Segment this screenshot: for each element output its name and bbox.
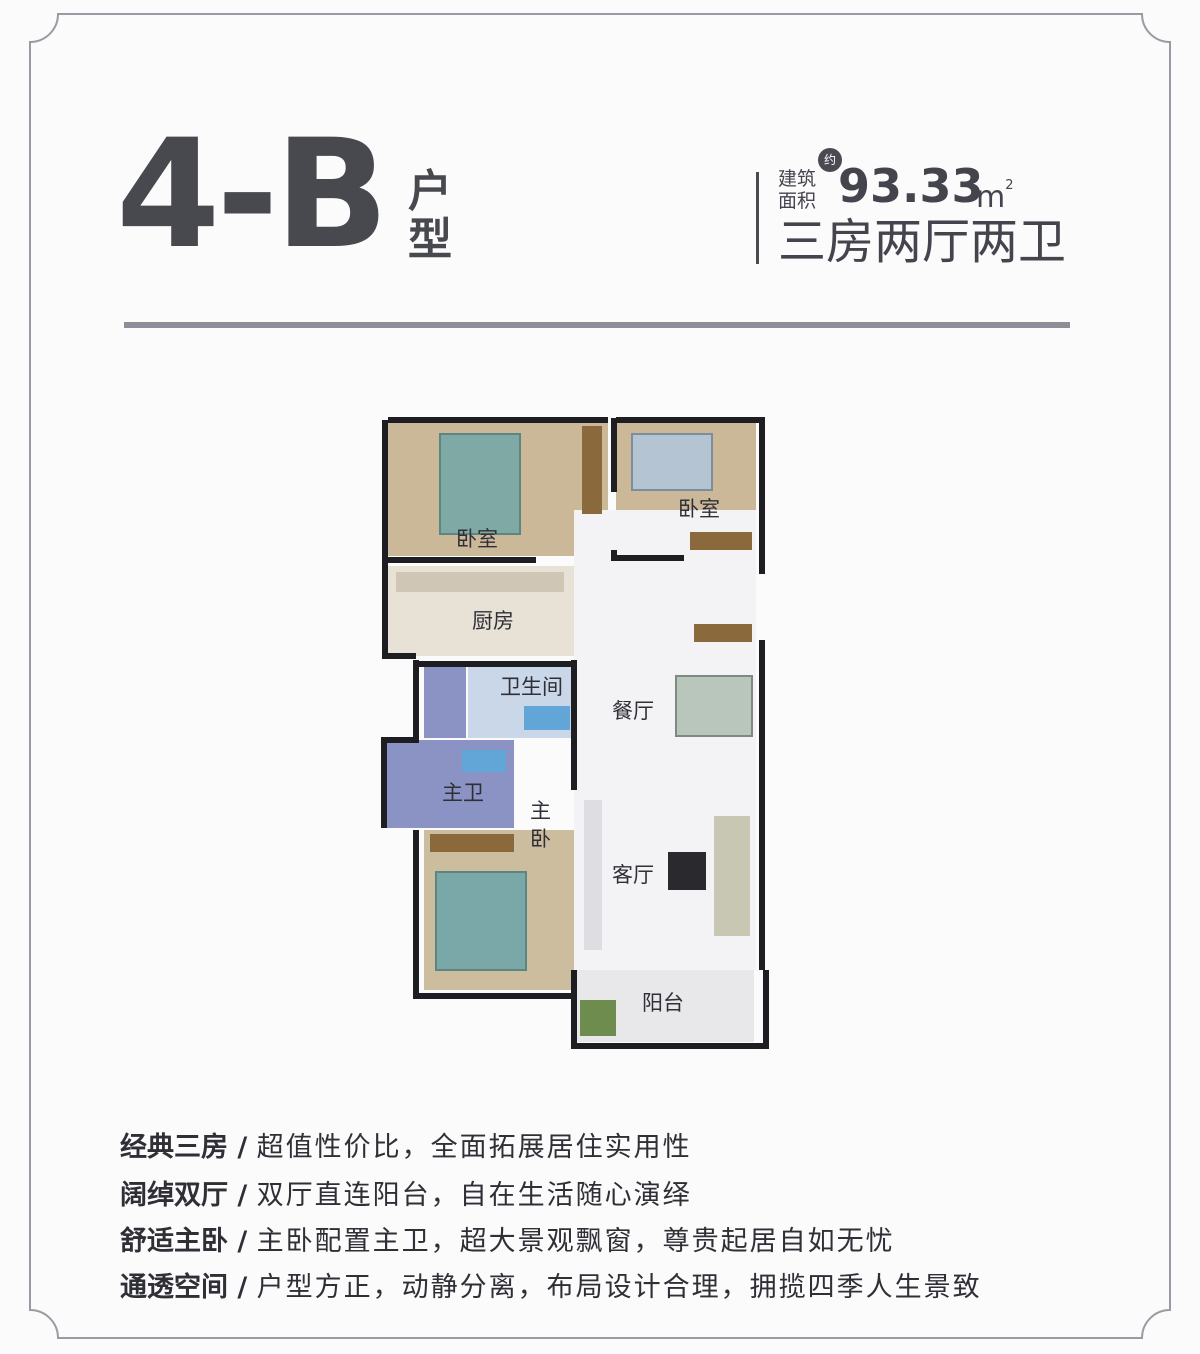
room-label-master-bedroom-2: 卧 — [530, 827, 551, 851]
shower-master — [462, 750, 506, 772]
bathtub — [524, 706, 570, 730]
room-label-kitchen: 厨房 — [472, 609, 514, 633]
layout-type: 三房两厅两卫 — [778, 214, 1067, 270]
room-label-balcony: 阳台 — [642, 991, 684, 1015]
header-divider — [756, 172, 759, 264]
sideboard — [694, 624, 752, 642]
bed-master — [435, 871, 527, 971]
area-label: 建筑面积 — [778, 168, 817, 212]
floor-plan: 卧室 卧室 厨房 卫生间 主卫 主 卧 餐厅 客厅 阳台 — [381, 417, 769, 1049]
feature-desc: 主卧配置主卫，超大景观飘窗，尊贵起居自如无忧 — [256, 1226, 895, 1257]
feature-row-3: 舒适主卧 / 主卧配置主卫，超大景观飘窗，尊贵起居自如无忧 — [120, 1226, 895, 1257]
feature-title: 通透空间 — [120, 1272, 228, 1303]
wardrobe-top-left — [582, 426, 602, 514]
room-label-dining: 餐厅 — [612, 699, 654, 723]
coffee-table — [668, 852, 706, 890]
unit-suffix: 户型 — [408, 166, 452, 265]
feature-title: 阔绰双厅 — [120, 1180, 228, 1211]
area-value: 93.33 — [838, 159, 984, 213]
room-label-bedroom-top-left: 卧室 — [456, 527, 498, 551]
sofa — [714, 816, 750, 936]
balcony-plant — [580, 1000, 616, 1036]
header-rule — [124, 322, 1070, 328]
bath-side-floor — [424, 664, 466, 738]
wardrobe-master — [430, 834, 514, 852]
bed-top-left — [439, 433, 521, 535]
dining-table — [675, 675, 753, 737]
feature-row-4: 通透空间 / 户型方正，动静分离，布局设计合理，拥揽四季人生景致 — [120, 1272, 982, 1303]
room-label-bedroom-top-right: 卧室 — [678, 497, 720, 521]
room-label-master-bath: 主卫 — [442, 781, 484, 805]
unit-code: 4-B — [116, 108, 389, 282]
feature-desc: 户型方正，动静分离，布局设计合理，拥揽四季人生景致 — [256, 1272, 982, 1303]
wardrobe-top-right — [690, 532, 752, 550]
feature-desc: 双厅直连阳台，自在生活随心演绎 — [256, 1180, 692, 1211]
feature-row-1: 经典三房 / 超值性价比，全面拓展居住实用性 — [120, 1132, 692, 1163]
room-label-master-bedroom-1: 主 — [530, 799, 551, 823]
feature-title: 经典三房 — [120, 1132, 228, 1163]
tv-cabinet — [584, 800, 602, 950]
room-label-living: 客厅 — [612, 863, 654, 887]
feature-row-2: 阔绰双厅 / 双厅直连阳台，自在生活随心演绎 — [120, 1180, 692, 1211]
room-label-bathroom: 卫生间 — [500, 675, 563, 699]
walls — [381, 417, 769, 1049]
feature-title: 舒适主卧 — [120, 1226, 228, 1257]
area-about-badge: 约 — [818, 148, 842, 172]
area-unit: m2 — [976, 178, 1014, 215]
bed-top-right — [631, 433, 713, 491]
feature-desc: 超值性价比，全面拓展居住实用性 — [256, 1132, 692, 1163]
kitchen-counter — [396, 572, 564, 592]
